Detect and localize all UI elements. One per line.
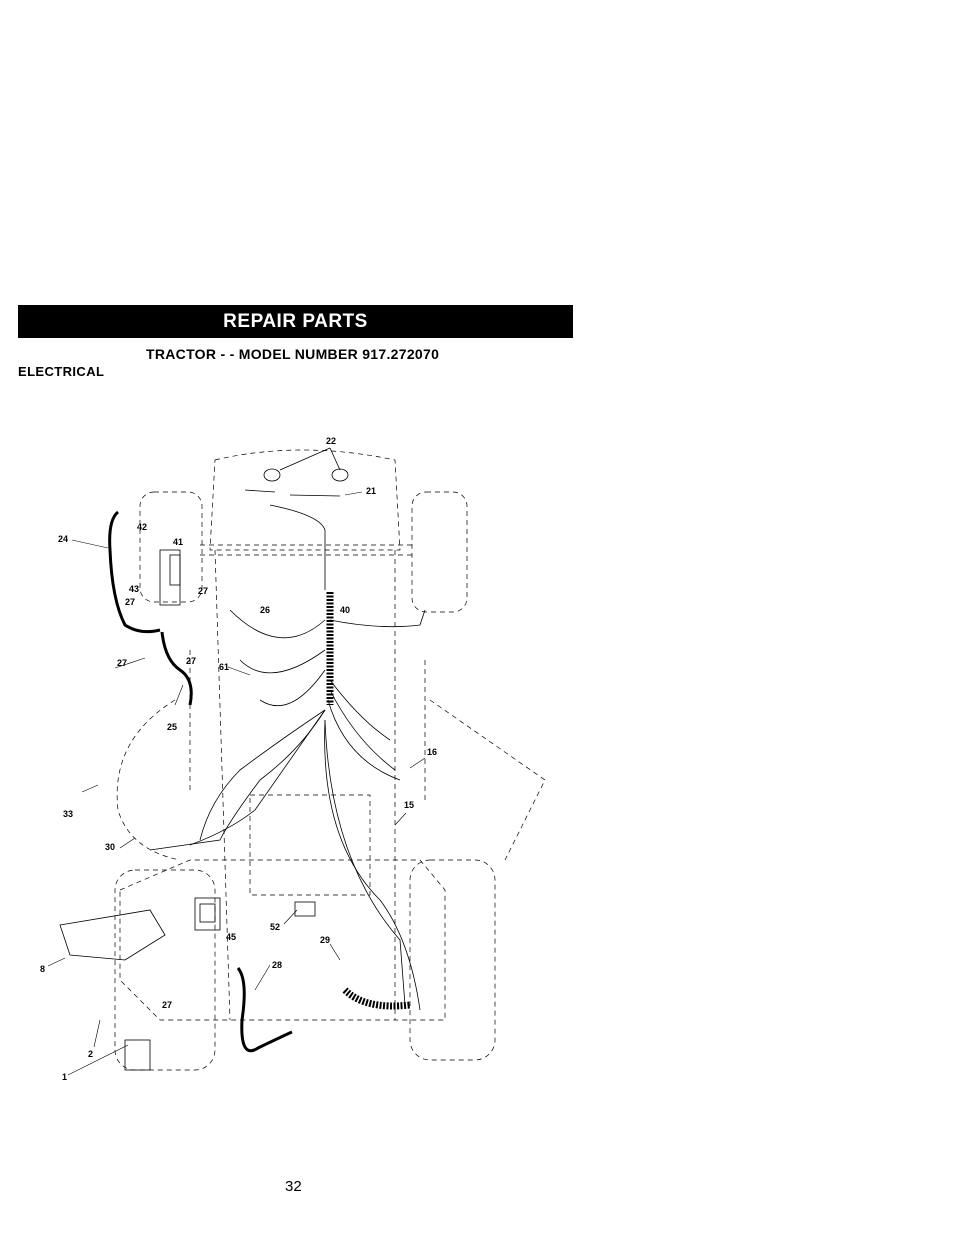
callout-33: 33	[63, 809, 73, 819]
banner-title: REPAIR PARTS	[223, 310, 368, 332]
callout-42: 42	[137, 522, 147, 532]
callout-27-c: 27	[117, 658, 127, 668]
callout-27-d: 27	[186, 656, 196, 666]
electrical-diagram: 22 21 24 42 41 43 27 27 26 40 27 27 61 2…	[40, 436, 546, 1082]
callout-27-b: 27	[198, 586, 208, 596]
callout-41: 41	[173, 537, 183, 547]
callout-27-a: 27	[125, 597, 135, 607]
callout-28: 28	[272, 960, 282, 970]
callout-45: 45	[226, 932, 236, 942]
callout-21: 21	[366, 486, 376, 496]
callout-2: 2	[88, 1049, 93, 1059]
callout-27-e: 27	[162, 1000, 172, 1010]
callout-26: 26	[260, 605, 270, 615]
callout-30: 30	[105, 842, 115, 852]
callout-22: 22	[326, 436, 336, 446]
callout-52: 52	[270, 922, 280, 932]
callout-25: 25	[167, 722, 177, 732]
callout-40: 40	[340, 605, 350, 615]
page-number: 32	[285, 1178, 302, 1195]
callout-16: 16	[427, 747, 437, 757]
callout-24: 24	[58, 534, 68, 544]
callout-15: 15	[404, 800, 414, 810]
callout-29: 29	[320, 935, 330, 945]
model-subtitle: TRACTOR - - MODEL NUMBER 917.272070	[146, 346, 440, 362]
callout-43: 43	[129, 584, 139, 594]
callout-61: 61	[219, 662, 229, 672]
callout-8: 8	[40, 964, 45, 974]
section-label: ELECTRICAL	[18, 364, 105, 379]
callout-1: 1	[62, 1072, 67, 1082]
header-banner: REPAIR PARTS	[18, 305, 573, 338]
